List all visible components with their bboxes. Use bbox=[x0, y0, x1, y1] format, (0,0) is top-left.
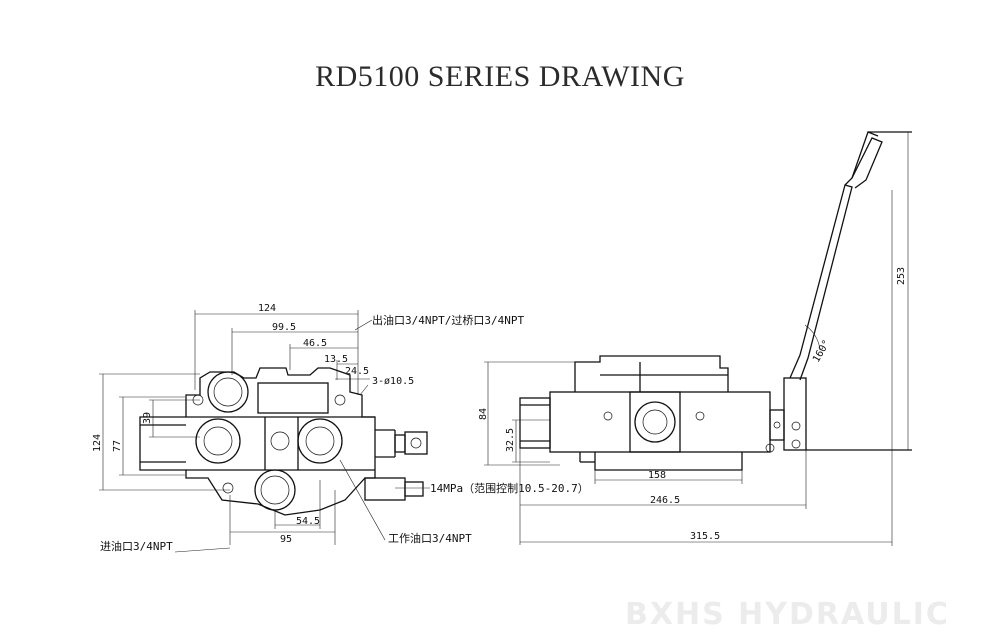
dim-24-5: 24.5 bbox=[345, 366, 369, 377]
label-inlet-port: 进油口3/4NPT bbox=[100, 539, 173, 553]
dim-95: 95 bbox=[280, 534, 292, 545]
dim-253: 253 bbox=[896, 267, 907, 285]
dim-99-5: 99.5 bbox=[272, 322, 296, 333]
dim-13-5: 13.5 bbox=[324, 354, 348, 365]
label-pressure: 14MPa（范围控制10.5-20.7） bbox=[430, 481, 589, 495]
front-left-dimensions bbox=[99, 373, 230, 491]
dim-54-5: 54.5 bbox=[296, 516, 320, 527]
dim-32-5: 32.5 bbox=[505, 428, 516, 452]
dim-158: 158 bbox=[648, 470, 666, 481]
label-outlet-port: 出油口3/4NPT/过桥口3/4NPT bbox=[372, 313, 524, 327]
dim-46-5: 46.5 bbox=[303, 338, 327, 349]
angle-arc bbox=[804, 324, 821, 351]
dim-77: 77 bbox=[112, 440, 123, 452]
dim-315-5: 315.5 bbox=[690, 531, 720, 542]
side-view: 84 32.5 bbox=[478, 131, 912, 546]
front-top-dimensions bbox=[194, 310, 373, 396]
valve-body-front bbox=[139, 367, 428, 516]
dim-124-left: 124 bbox=[92, 434, 103, 452]
front-view: 124 99.5 46.5 13.5 24.5 3-ø10.5 出油口3/4NP… bbox=[92, 303, 589, 553]
watermark: BXHS HYDRAULIC bbox=[625, 597, 950, 632]
side-left-dimensions bbox=[484, 361, 600, 466]
side-bottom-dimensions bbox=[519, 190, 893, 546]
dim-246-5: 246.5 bbox=[650, 495, 680, 506]
dim-39: 39 bbox=[142, 412, 153, 424]
dim-angle: 160° bbox=[811, 338, 833, 364]
dim-holes: 3-ø10.5 bbox=[372, 376, 414, 387]
dim-84: 84 bbox=[478, 408, 489, 420]
operating-lever bbox=[789, 131, 912, 451]
valve-body-side bbox=[519, 355, 807, 471]
dim-124-top: 124 bbox=[258, 303, 276, 314]
drawing-title: RD5100 SERIES DRAWING bbox=[315, 60, 685, 93]
front-ports bbox=[192, 371, 422, 511]
label-work-port: 工作油口3/4NPT bbox=[388, 531, 472, 545]
front-bottom-dimensions bbox=[174, 459, 430, 553]
